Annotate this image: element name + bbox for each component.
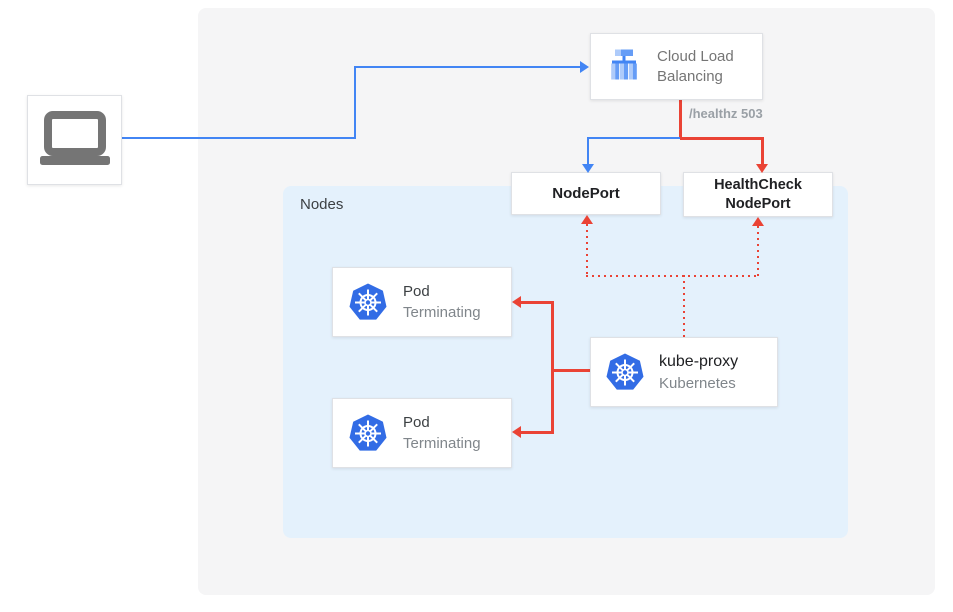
kube-proxy-subtitle: Kubernetes: [659, 374, 736, 392]
kubernetes-icon: [348, 282, 388, 322]
kubeproxy-to-healthcheck-arrowhead: [752, 217, 764, 226]
client-to-clb-line-h2: [354, 66, 581, 68]
pod1-in-arrowhead: [512, 296, 521, 308]
nodeport-in-arrowhead: [582, 164, 594, 173]
clb-label: Cloud Load Balancing: [657, 47, 734, 87]
kubeproxy-dotted-stem: [683, 275, 685, 337]
kubeproxy-to-healthcheck-dotted-v: [757, 226, 759, 277]
healthcheck-label: HealthCheck NodePort: [714, 176, 802, 214]
healthz-503-label: /healthz 503: [689, 106, 763, 121]
nodes-container-label: Nodes: [300, 196, 344, 213]
pod2-status: Terminating: [403, 435, 481, 452]
cloud-load-balancing-icon: [604, 47, 644, 87]
kube-proxy-title: kube-proxy: [659, 352, 739, 370]
kube-proxy-node: kube-proxy Kubernetes: [590, 337, 778, 407]
pod2-title: Pod: [403, 414, 430, 431]
branch-to-nodeport-line-v: [587, 137, 589, 165]
pod1-title: Pod: [403, 283, 430, 300]
clb-label-line2: Balancing: [657, 67, 723, 85]
kubeproxy-to-nodeport-dotted-v: [586, 224, 588, 277]
cloud-load-balancing-node: Cloud Load Balancing: [590, 33, 763, 100]
pod2-in-arrowhead: [512, 426, 521, 438]
kubernetes-icon: [605, 352, 645, 392]
clb-label-line1: Cloud Load: [657, 47, 734, 65]
healthcheck-label-line1: HealthCheck: [714, 176, 802, 193]
kubeproxy-split-line-v: [551, 301, 554, 434]
kubeproxy-out-line-h: [551, 369, 590, 372]
client-to-clb-line-v: [354, 66, 356, 139]
kubeproxy-dotted-h: [586, 275, 759, 277]
branch-to-nodeport-line-h: [587, 137, 681, 139]
kubernetes-icon: [348, 413, 388, 453]
pod2-label: Pod Terminating: [403, 412, 481, 454]
healthcheck-nodeport-node: HealthCheck NodePort: [683, 172, 833, 217]
nodeport-label: NodePort: [552, 185, 620, 202]
healthcheck-in-arrowhead: [756, 164, 768, 173]
pod1-status: Terminating: [403, 304, 481, 321]
client-to-clb-arrowhead: [580, 61, 589, 73]
kube-proxy-label: kube-proxy Kubernetes: [659, 351, 738, 394]
pod1-node: Pod Terminating: [332, 267, 512, 337]
to-pod2-line-h: [521, 431, 553, 434]
client-node: [27, 95, 122, 185]
nodeport-node: NodePort: [511, 172, 661, 215]
pod2-node: Pod Terminating: [332, 398, 512, 468]
healthcheck-label-line2: NodePort: [725, 195, 791, 212]
laptop-icon: [37, 111, 113, 169]
pod1-label: Pod Terminating: [403, 281, 481, 323]
clb-healthz-line-v: [679, 100, 682, 139]
kubeproxy-to-nodeport-arrowhead: [581, 215, 593, 224]
branch-to-healthcheck-line-v: [761, 137, 764, 165]
to-pod1-line-h: [521, 301, 553, 304]
branch-to-healthcheck-line-h: [680, 137, 764, 140]
client-to-clb-line-h1: [122, 137, 356, 139]
